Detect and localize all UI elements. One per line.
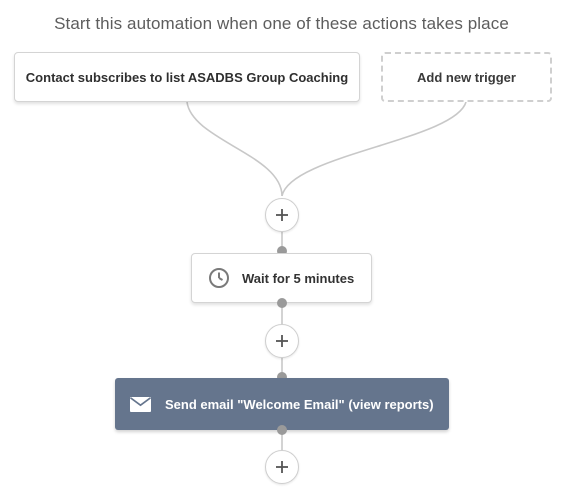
send-email-step[interactable]: Send email "Welcome Email" (view reports… [115,378,449,430]
connector-trigger-main [186,101,283,197]
connector-dot [277,372,287,382]
clock-icon [209,268,229,288]
connector-dot [277,425,287,435]
plus-icon [276,461,288,473]
add-trigger-label: Add new trigger [417,69,516,85]
plus-icon [276,335,288,347]
wait-step-label: Wait for 5 minutes [242,270,355,286]
wait-step[interactable]: Wait for 5 minutes [191,253,372,303]
add-step-button[interactable] [265,450,299,484]
add-step-button[interactable] [265,198,299,232]
connector-dot [277,298,287,308]
trigger-label: Contact subscribes to list ASADBS Group … [25,69,349,85]
page-title: Start this automation when one of these … [54,14,509,33]
add-trigger-button[interactable]: Add new trigger [381,52,552,102]
envelope-icon [130,396,151,412]
plus-icon [276,209,288,221]
connector-trigger-add [281,101,467,197]
connector-dot [277,246,287,256]
send-email-label[interactable]: Send email "Welcome Email" (view reports… [165,396,434,412]
trigger-card[interactable]: Contact subscribes to list ASADBS Group … [14,52,360,102]
add-step-button[interactable] [265,324,299,358]
